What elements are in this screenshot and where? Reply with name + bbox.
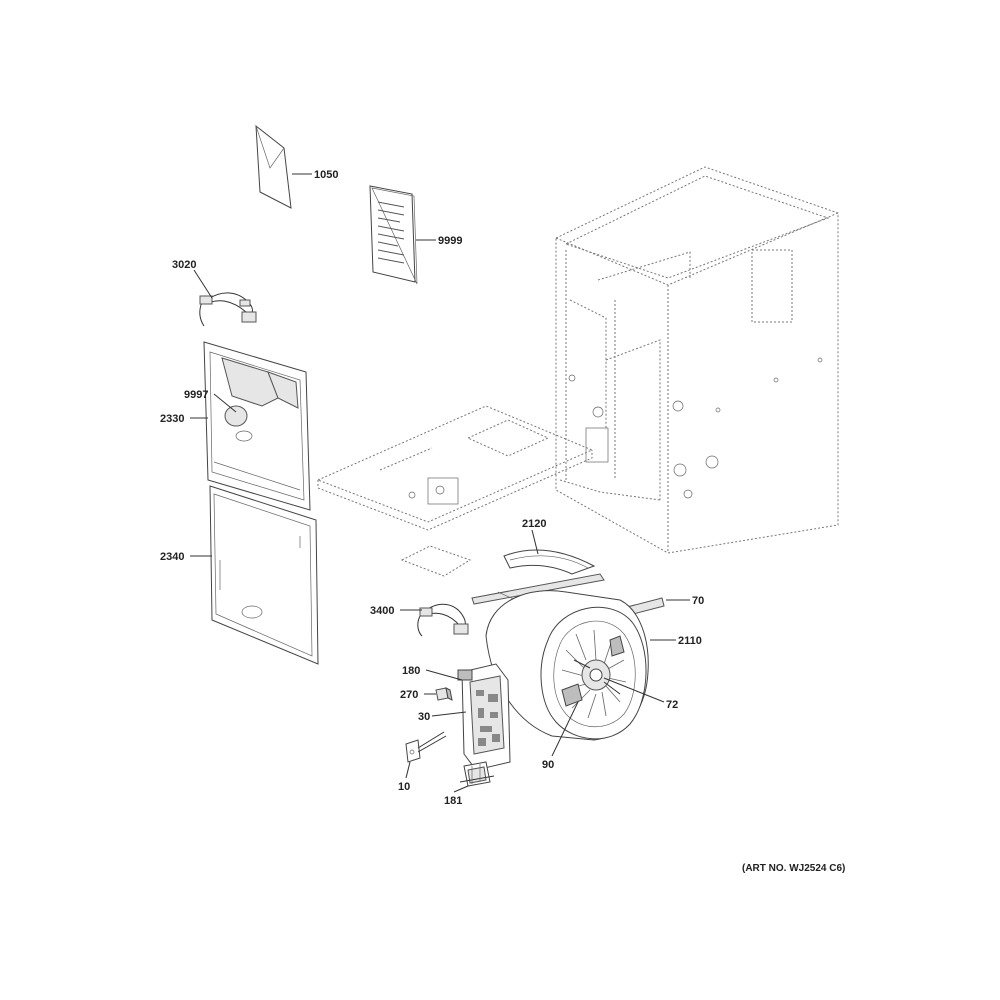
callout-181: 181 (444, 795, 462, 807)
callout-10: 10 (398, 781, 410, 793)
part-1050-literature (255, 124, 292, 209)
part-2330-upper-door (203, 341, 311, 511)
part-270-fuse (435, 687, 453, 701)
part-3020-wire-harness (199, 292, 257, 327)
part-9999-manual (369, 185, 418, 285)
part-2120-cutoff-plate (503, 549, 596, 575)
callout-90: 90 (542, 759, 554, 771)
base-plate (316, 405, 594, 577)
callout-9999: 9999 (438, 235, 462, 247)
part-30-control-board (457, 663, 511, 771)
callout-70: 70 (692, 595, 704, 607)
leader-lines (190, 173, 690, 793)
callout-3020: 3020 (172, 259, 196, 271)
blower-assembly (471, 573, 665, 741)
art-number: (ART NO. WJ2524 C6) (742, 863, 845, 874)
part-3400-wire-harness (417, 603, 469, 637)
callout-3400: 3400 (370, 605, 394, 617)
callout-labels: 1050 9999 3020 9997 2330 2340 2120 70 34… (160, 169, 704, 807)
callout-2340: 2340 (160, 551, 184, 563)
callout-2330: 2330 (160, 413, 184, 425)
part-10-sensor-bracket (405, 731, 447, 763)
callout-72: 72 (666, 699, 678, 711)
callout-30: 30 (418, 711, 430, 723)
cabinet-outline (555, 166, 839, 554)
callout-2120: 2120 (522, 518, 546, 530)
callout-270: 270 (400, 689, 418, 701)
callout-180: 180 (402, 665, 420, 677)
part-2340-lower-door (209, 485, 319, 665)
part-181-transformer (459, 761, 495, 787)
callout-9997: 9997 (184, 389, 208, 401)
callout-2110: 2110 (678, 635, 702, 647)
callout-1050: 1050 (314, 169, 338, 181)
